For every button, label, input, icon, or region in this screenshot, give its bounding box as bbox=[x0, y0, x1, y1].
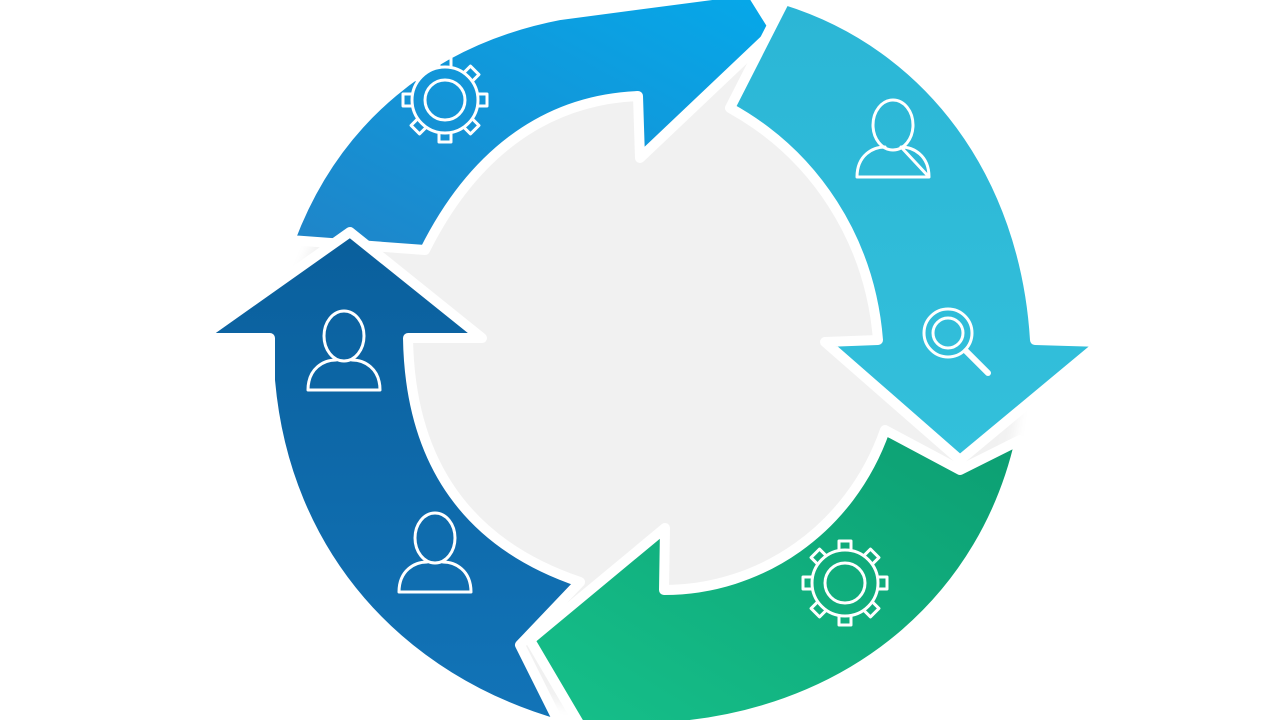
segment-top-arrow bbox=[285, 0, 780, 255]
gear-icon bbox=[401, 56, 489, 144]
user-icon bbox=[397, 511, 473, 594]
segment-right-arrow bbox=[725, 0, 1107, 465]
segment-bottom-arrow bbox=[525, 425, 1025, 720]
magnifier-icon bbox=[922, 307, 991, 376]
gear-icon bbox=[801, 539, 889, 627]
user-icon bbox=[855, 98, 931, 179]
user-icon bbox=[306, 309, 382, 392]
segment-left-arrow bbox=[195, 227, 585, 720]
